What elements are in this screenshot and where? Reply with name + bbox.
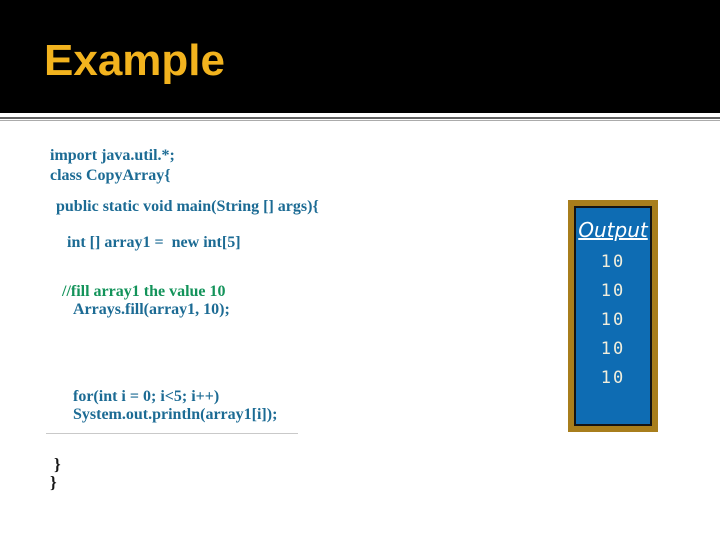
code-closing-brace-2: } [50,473,57,492]
header-band: Example [0,0,720,113]
code-import-line: import java.util.*; [50,147,175,164]
code-class-line: class CopyArray{ [50,167,171,184]
output-value: 10 [600,281,626,301]
code-println-line: System.out.println(array1[i]); [73,406,278,423]
code-comment-line: //fill array1 the value 10 [62,283,226,300]
code-fill-line: Arrays.fill(array1, 10); [73,301,230,318]
output-box: Output 10 10 10 10 10 [568,200,658,432]
output-box-title: Output [578,218,648,242]
code-main-line: public static void main(String [] args){ [56,198,319,215]
code-for-line: for(int i = 0; i<5; i++) [73,388,220,405]
slide-title: Example [44,36,225,85]
textbox-edge-line [46,433,298,434]
output-values-list: 10 10 10 10 10 [574,248,652,393]
output-value: 10 [600,310,626,330]
header-divider [0,117,720,119]
output-value: 10 [600,368,626,388]
output-value: 10 [600,252,626,272]
output-value: 10 [600,339,626,359]
code-array-decl-line: int [] array1 = new int[5] [67,234,241,251]
code-closing-brace-1: } [54,455,61,474]
header-divider-shadow [0,120,720,121]
